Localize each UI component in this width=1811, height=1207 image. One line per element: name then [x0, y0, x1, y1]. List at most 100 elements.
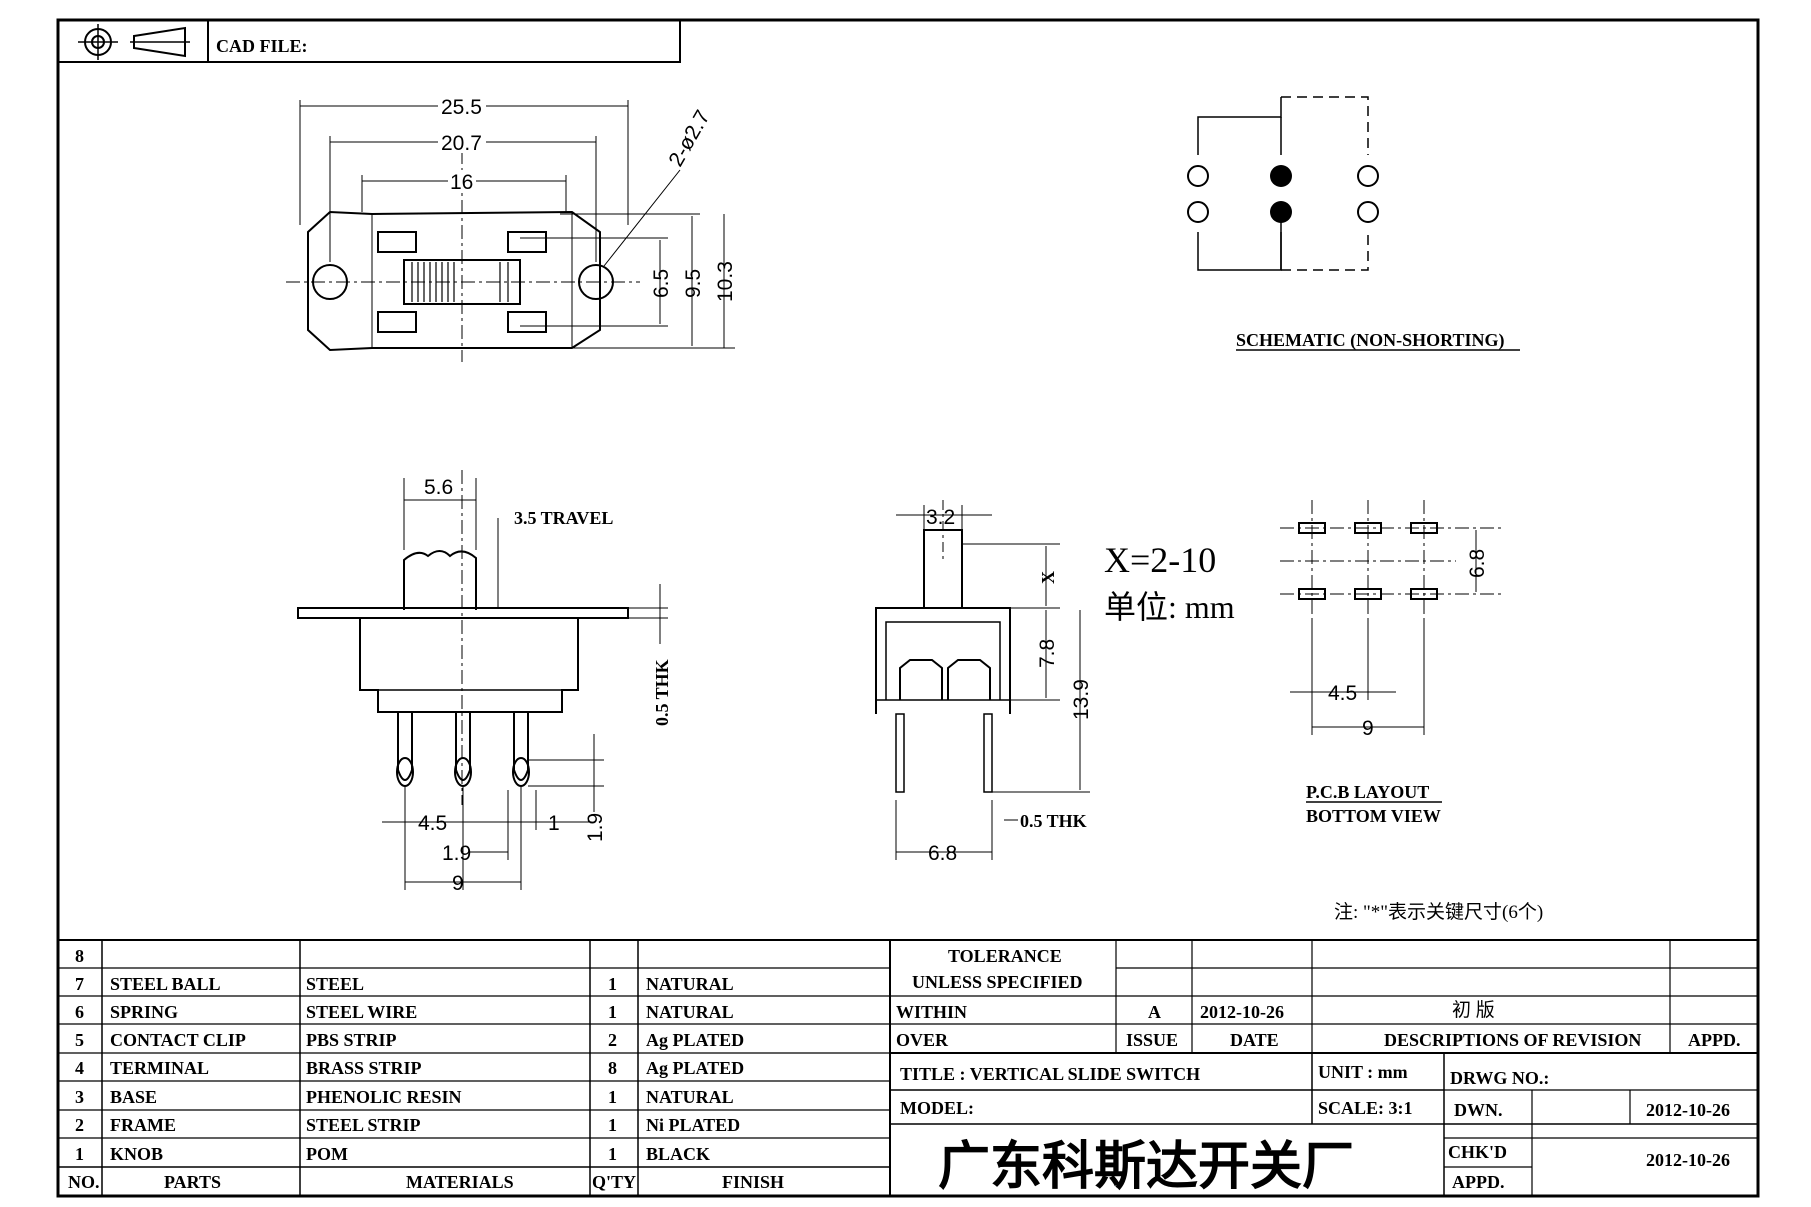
dim-height: 13.9 — [1070, 679, 1093, 720]
tolerance-line1: TOLERANCE — [948, 946, 1062, 966]
unit-note: 单位: mm — [1104, 589, 1235, 625]
pcb-pad — [1298, 522, 1326, 534]
contact-open — [1187, 165, 1209, 187]
row-qty: 8 — [608, 1058, 617, 1078]
row-finish: NATURAL — [646, 1002, 734, 1022]
pins — [396, 712, 530, 787]
dim-flange-width: 10.3 — [714, 261, 737, 302]
row-no: 8 — [75, 946, 84, 966]
x-range-note: X=2-10 — [1104, 540, 1216, 580]
row-no: 1 — [75, 1144, 84, 1164]
pcb-pad — [1354, 588, 1382, 600]
dim-overall-length: 25.5 — [441, 96, 482, 119]
contact-open — [1357, 165, 1379, 187]
dim-total: 9 — [452, 872, 464, 895]
header-parts: PARTS — [164, 1172, 221, 1192]
revision-appd-label: APPD. — [1688, 1030, 1741, 1050]
row-material: PBS STRIP — [306, 1030, 397, 1050]
dwn-date: 2012-10-26 — [1646, 1100, 1730, 1120]
dim-hole-pitch: 20.7 — [441, 132, 482, 155]
row-material: STEEL STRIP — [306, 1115, 421, 1135]
appd-label: APPD. — [1452, 1172, 1505, 1192]
pcb-pad — [1410, 588, 1438, 600]
drwg-no-label: DRWG NO.: — [1450, 1068, 1549, 1088]
row-material: POM — [306, 1144, 348, 1164]
contact-open — [1357, 201, 1379, 223]
header-no: NO. — [68, 1172, 100, 1192]
row-finish: Ag PLATED — [646, 1030, 744, 1050]
bom-header-row: NO. PARTS MATERIALS Q'TY FINISH — [68, 1172, 784, 1192]
row-part: SPRING — [110, 1002, 178, 1022]
cad-header: CAD FILE: — [57, 19, 681, 63]
revision-desc-label: DESCRIPTIONS OF REVISION — [1384, 1030, 1641, 1050]
row-part: CONTACT CLIP — [110, 1030, 246, 1050]
unit-label: UNIT : mm — [1318, 1062, 1408, 1082]
row-part: BASE — [110, 1087, 157, 1107]
row-qty: 1 — [608, 1144, 617, 1164]
dim-pin-hole: 1.9 — [584, 813, 607, 842]
table-row: 1 KNOB POM 1 BLACK — [75, 1144, 710, 1164]
row-qty: 1 — [608, 1087, 617, 1107]
cad-file-label: CAD FILE: — [216, 36, 308, 56]
schematic-diagram: SCHEMATIC (NON-SHORTING) — [1187, 96, 1520, 351]
table-row: 5 CONTACT CLIP PBS STRIP 2 Ag PLATED — [75, 1030, 744, 1050]
dim-body-width: 9.5 — [682, 269, 705, 298]
row-finish: Ag PLATED — [646, 1058, 744, 1078]
date-value: 2012-10-26 — [1200, 1002, 1284, 1022]
row-qty: 1 — [608, 1002, 617, 1022]
row-no: 2 — [75, 1115, 84, 1135]
pcb-pad — [1354, 522, 1382, 534]
pcb-dim-pitch: 4.5 — [1328, 682, 1357, 705]
model-label: MODEL: — [900, 1098, 974, 1118]
dim-pin-offset: 1.9 — [442, 842, 471, 865]
tolerance-line2: UNLESS SPECIFIED — [912, 972, 1083, 992]
issue-label: ISSUE — [1126, 1030, 1178, 1050]
dim-knob: 5.6 — [424, 476, 453, 499]
row-no: 4 — [75, 1058, 84, 1078]
row-qty: 2 — [608, 1030, 617, 1050]
dwn-label: DWN. — [1454, 1100, 1503, 1120]
title-block: TOLERANCE UNLESS SPECIFIED WITHIN OVER A… — [889, 939, 1759, 1197]
table-row: 2 FRAME STEEL STRIP 1 Ni PLATED — [75, 1115, 740, 1135]
dim-slot: 6.5 — [650, 269, 673, 298]
side-view: 5.6 3.5 TRAVEL 0.5 THK 4.5 1 1.9 9 1.9 — [297, 470, 672, 895]
pcb-pad — [1410, 522, 1438, 534]
row-qty: 1 — [608, 1115, 617, 1135]
header-materials: MATERIALS — [406, 1172, 514, 1192]
row-no: 7 — [75, 974, 84, 994]
row-part: KNOB — [110, 1144, 163, 1164]
dim-body-length: 16 — [450, 171, 473, 194]
contact-open — [1187, 201, 1209, 223]
row-material: STEEL — [306, 974, 364, 994]
row-part: STEEL BALL — [110, 974, 221, 994]
over-label: OVER — [896, 1030, 949, 1050]
footnote: 注: "*"表示关键尺寸(6个) — [1334, 901, 1543, 923]
bom-rows: 8 7 STEEL BALL STEEL 1 NATURAL 6 SPRING … — [68, 946, 784, 1192]
row-finish: NATURAL — [646, 1087, 734, 1107]
pcb-title-1: P.C.B LAYOUT — [1306, 782, 1429, 802]
pcb-pad — [1298, 588, 1326, 600]
row-finish: NATURAL — [646, 974, 734, 994]
end-view: 3.2 X 7.8 13.9 0.5 THK 6.8 — [875, 500, 1093, 865]
revision-desc-value: 初 版 — [1452, 999, 1495, 1021]
dim-width: 6.8 — [928, 842, 957, 865]
issue-value: A — [1148, 1002, 1161, 1022]
table-row: 4 TERMINAL BRASS STRIP 8 Ag PLATED — [75, 1058, 744, 1078]
table-row: 8 — [75, 946, 84, 966]
scale-label: SCALE: 3:1 — [1318, 1098, 1413, 1118]
row-material: PHENOLIC RESIN — [306, 1087, 462, 1107]
date-label: DATE — [1230, 1030, 1279, 1050]
row-no: 3 — [75, 1087, 84, 1107]
dim-pin-width: 1 — [548, 812, 560, 835]
dim-body: 7.8 — [1036, 639, 1059, 668]
company-name: 广东科斯达开关厂 — [938, 1137, 1354, 1197]
pcb-dim-row: 6.8 — [1466, 549, 1489, 578]
row-no: 5 — [75, 1030, 84, 1050]
table-row: 6 SPRING STEEL WIRE 1 NATURAL — [75, 1002, 734, 1022]
row-finish: BLACK — [646, 1144, 710, 1164]
contact-common — [1270, 165, 1292, 187]
header-finish: FINISH — [722, 1172, 784, 1192]
dim-thickness: 0.5 THK — [652, 659, 672, 726]
